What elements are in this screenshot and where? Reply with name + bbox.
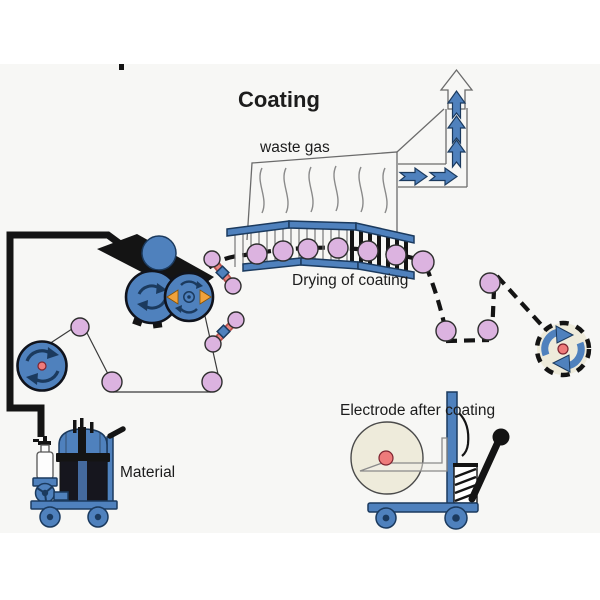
crop-artifact-dot [119,64,124,70]
pump-valve-lever [33,439,39,442]
hydraulic-cap [453,463,478,467]
rotation-arrow-icon [137,300,148,311]
flow-arrow-right-icon [428,166,459,187]
dryer-roller [272,240,294,262]
waste-gas-hood: waste gas [246,68,474,241]
rotation-arrow-icon [156,283,167,294]
guide-roller [479,272,501,294]
tank-fitting [80,418,84,433]
flow-arrow-up-icon [446,138,467,169]
waste-gas-label: waste gas [259,139,330,156]
pump-valve-stem [43,436,47,442]
guide-roller [101,371,123,393]
dancer-pivot [216,324,231,339]
dome-seams [65,433,101,455]
flow-arrow-right-icon [398,166,429,187]
dryer-tunnel: Drying of coating [226,220,435,289]
dancer-roller [204,335,222,353]
pallet-lift-truck: Electrode after coating [340,391,510,530]
roll-core [557,343,569,355]
tension-dancer-lower [204,311,245,353]
rotation-arrow-icon [551,354,571,373]
dancer-roller [203,250,221,268]
cart-handle-bar [106,436,114,504]
dryer-roller [357,240,379,262]
rotation-arrow-icon [555,325,575,344]
lift-cable [458,412,470,457]
cart-handle-grip [107,426,126,439]
caster-wheel [375,507,397,529]
rewind-roll [534,320,592,378]
material-cart: Material [30,418,175,528]
dryer-top-bar [288,220,357,231]
coating-station [97,234,215,329]
roll-core [37,361,47,371]
chimney-walls [445,108,468,187]
roll-core [378,450,394,466]
hood-outline [246,151,398,241]
slurry-blob [141,235,177,271]
dryer-top-bar [355,222,415,244]
dryer-bottom-bar [357,261,415,280]
tension-dancer-upper [203,250,242,295]
dryer-roller [385,244,407,266]
tank-fitting [73,420,77,433]
caster-wheel [87,506,109,528]
pump-valve [38,441,51,445]
flow-arrow-up-icon [446,89,467,120]
guide-roller [70,317,90,337]
hood-roof-line [396,108,445,153]
dryer-roller [246,243,268,265]
caster-wheel [444,506,468,530]
gas-flow-arrows [398,89,467,187]
rotation-arrow-icon [47,347,59,359]
drying-label: Drying of coating [292,272,408,289]
dryer-exit-roller [411,250,435,274]
guide-roller [477,319,499,341]
caster-wheel [39,506,61,528]
roller-center-dot [187,295,191,299]
heat-waves [259,165,388,214]
tank-band [56,453,110,462]
guide-roller [201,371,223,393]
pump-handle [468,438,502,503]
slurry-supply-pipe [6,231,130,437]
exhaust-duct [398,163,467,188]
handle-knob [492,428,510,446]
dryer-roller [327,237,349,259]
guide-roller [435,320,457,342]
roller-center-ring [183,291,195,303]
pump-bottle [36,451,54,480]
dryer-roller [297,238,319,260]
cart-platform [30,500,118,510]
pump-spokes [36,486,53,502]
rotation-arrow-icon [196,281,203,289]
arrow-left-icon [166,289,179,305]
tank-fitting [90,422,94,433]
dancer-roller [224,277,242,295]
rotation-arrow-icon [26,373,38,385]
diagram-title: Coating [238,87,320,112]
unwind-roll [16,340,68,392]
material-label: Material [120,464,175,481]
arrow-right-icon [199,289,212,305]
dancer-pivot [215,265,230,280]
electrode-label: Electrode after coating [340,402,495,419]
rotation-arrow-icon [175,305,182,313]
tank-center-pipe [78,427,86,456]
pump-connector [53,491,69,501]
tank-level-stripe [78,461,87,501]
flow-arrow-up-icon [446,114,467,145]
hydraulic-hatching [454,467,477,503]
dancer-roller [227,311,245,329]
